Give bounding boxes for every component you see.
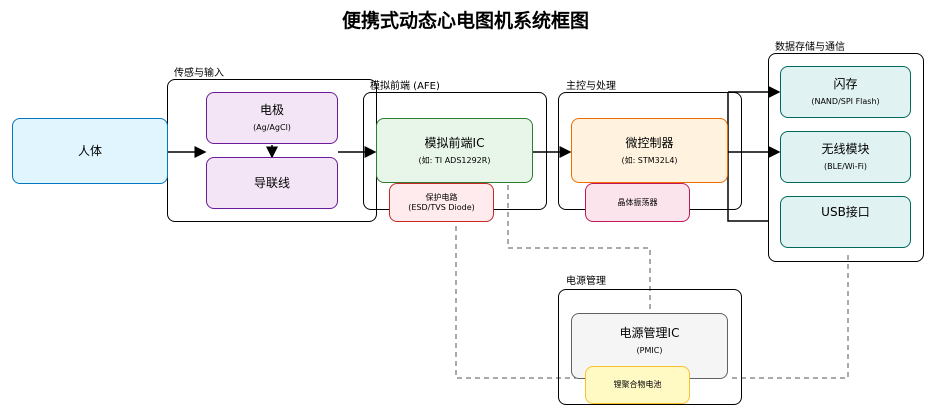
- node-battery-title: 锂聚合物电池: [613, 380, 662, 389]
- group-afe-label: 模拟前端 (AFE): [370, 81, 440, 92]
- group-storage-label: 数据存储与通信: [775, 42, 845, 53]
- node-flash-sub: (NAND/SPI Flash): [811, 97, 880, 106]
- power-line-storage: [728, 255, 849, 379]
- group-storage: [768, 53, 924, 262]
- group-power: [558, 289, 742, 405]
- node-flash-title: 闪存: [833, 77, 858, 91]
- node-protection: 保护电路 (ESD/TVS Diode): [389, 183, 494, 222]
- power-line-protection: [455, 208, 598, 379]
- node-battery: 锂聚合物电池: [585, 366, 690, 404]
- node-leadwire-title: 导联线: [253, 175, 290, 190]
- power-line-afe: [507, 176, 651, 318]
- node-usb-title: USB接口: [821, 205, 870, 219]
- group-sensing-label: 传感与输入: [174, 68, 224, 79]
- group-mcu-label: 主控与处理: [566, 81, 616, 92]
- node-electrode: 电极 (Ag/AgCl): [206, 92, 338, 144]
- node-usb: USB接口: [780, 196, 911, 248]
- node-wireless-title: 无线模块: [821, 142, 870, 156]
- node-body: 人体: [12, 118, 168, 184]
- node-electrode-title: 电极: [259, 103, 284, 117]
- node-protection-sub: (ESD/TVS Diode): [408, 202, 475, 212]
- node-flash: 闪存 (NAND/SPI Flash): [780, 66, 911, 118]
- node-body-title: 人体: [77, 143, 102, 158]
- group-power-label: 电源管理: [566, 276, 606, 287]
- node-crystal-title: 晶体振荡器: [617, 197, 658, 207]
- node-wireless: 无线模块 (BLE/Wi-Fi): [780, 131, 911, 183]
- node-mcu: 微控制器 (如: STM32L4): [571, 118, 728, 183]
- line-mcu-to-usb: [727, 92, 768, 222]
- node-wireless-sub: (BLE/Wi-Fi): [823, 162, 868, 171]
- node-pmic-sub: (PMIC): [636, 346, 663, 355]
- node-protection-title: 保护电路: [425, 192, 458, 202]
- page-title: 便携式动态心电图机系统框图: [341, 10, 589, 32]
- node-crystal: 晶体振荡器: [585, 183, 690, 222]
- node-afe-ic-title: 模拟前端IC: [424, 135, 485, 150]
- node-electrode-sub: (Ag/AgCl): [253, 123, 291, 132]
- node-mcu-title: 微控制器: [625, 135, 674, 150]
- node-leadwire: 导联线: [206, 157, 338, 209]
- node-afe-ic-sub: (如: TI ADS1292R): [418, 155, 491, 165]
- node-afe-ic: 模拟前端IC (如: TI ADS1292R): [376, 118, 533, 183]
- node-mcu-sub: (如: STM32L4): [621, 155, 678, 165]
- node-pmic-title: 电源管理IC: [619, 326, 680, 340]
